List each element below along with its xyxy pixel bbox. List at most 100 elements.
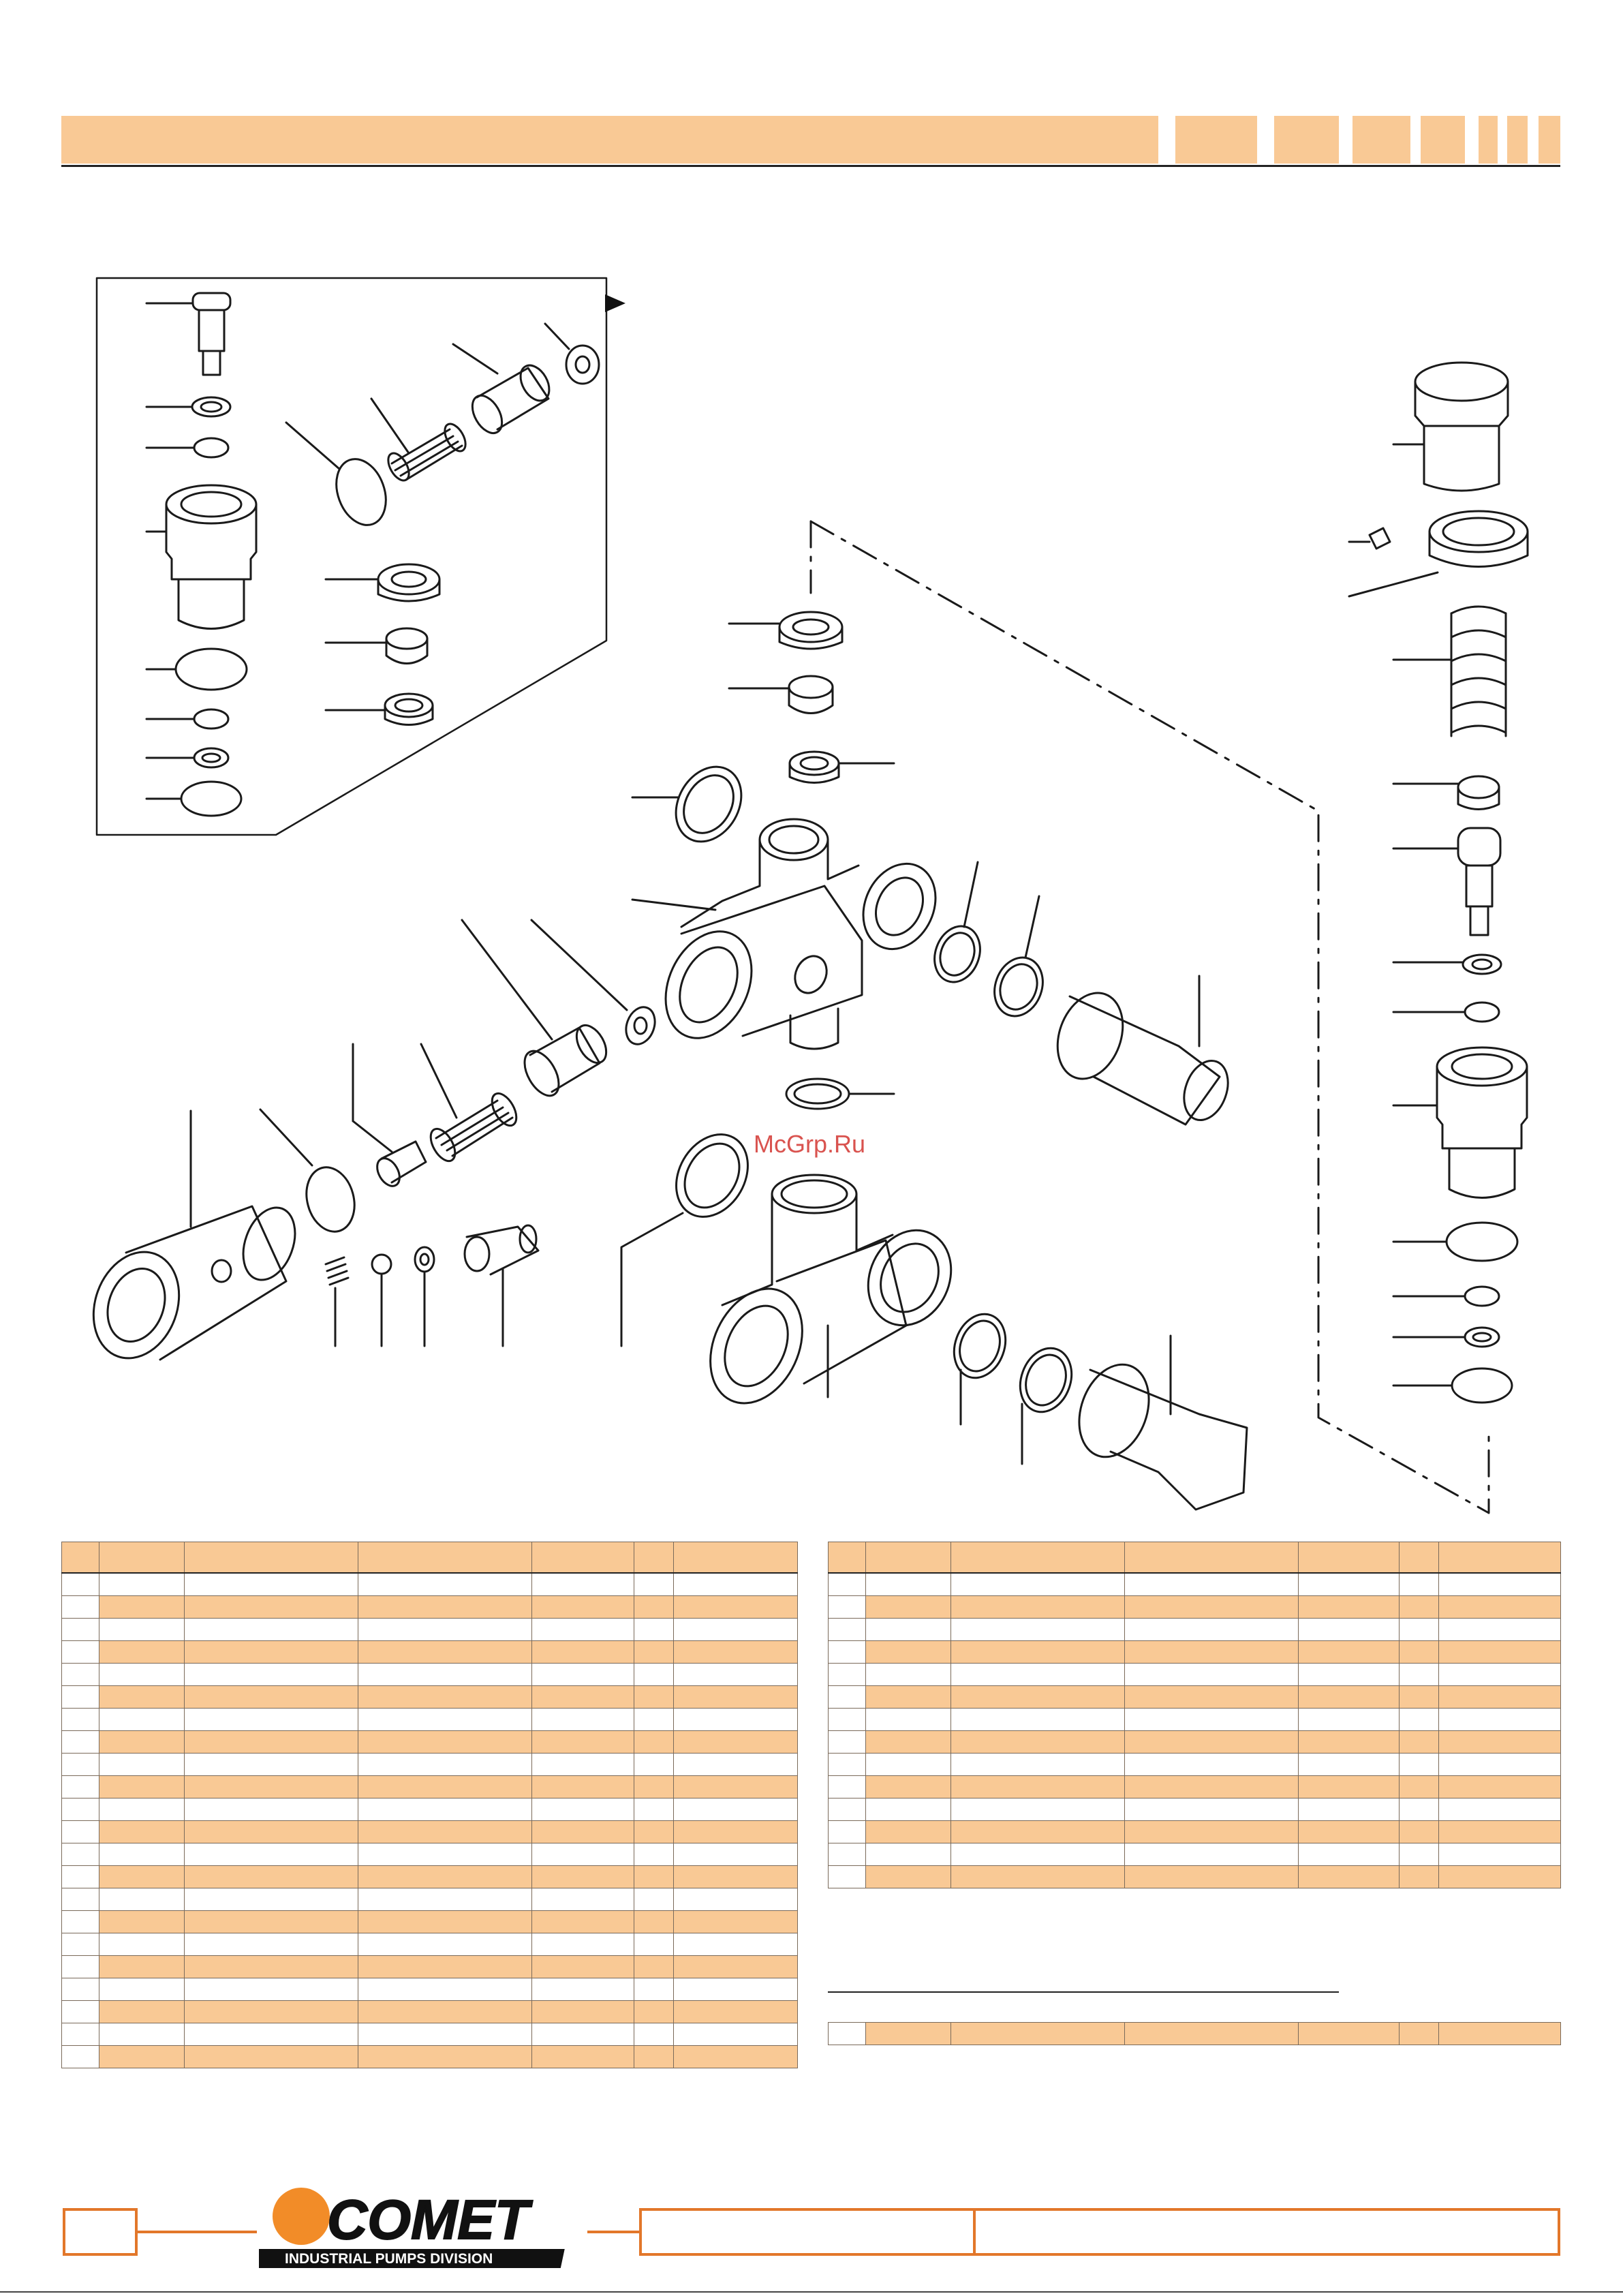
table-cell (61, 1640, 99, 1664)
table-cell (950, 1798, 1125, 1821)
table-row (61, 2000, 798, 2023)
table-row (61, 1708, 798, 1731)
table-cell (1298, 1663, 1400, 1686)
washer-side-1 (530, 919, 656, 1045)
table-cell (865, 1865, 951, 1888)
table-cell (99, 2023, 185, 2046)
table-cell (673, 1595, 798, 1619)
table-cell (358, 1663, 532, 1686)
hex-plug (1078, 1334, 1248, 1511)
table-cell (184, 2023, 358, 2046)
main-valve-body (631, 818, 937, 1050)
table-cell (99, 1843, 185, 1866)
footer-line (138, 2231, 257, 2233)
table-row (61, 1933, 798, 1956)
valve-cap-top (728, 675, 834, 714)
table-cell (1399, 1820, 1439, 1843)
table-cell (865, 1730, 951, 1754)
parts-table-left (61, 1542, 798, 2068)
table-cell (634, 1685, 674, 1709)
table-cell (673, 1640, 798, 1664)
table-cell (1124, 1708, 1299, 1731)
table-cell (1399, 1865, 1439, 1888)
table-cell (673, 1798, 798, 1821)
table-cell (531, 1663, 634, 1686)
table-cell (358, 1820, 532, 1843)
small-washer (414, 1246, 435, 1347)
table-cell (184, 1955, 358, 1978)
table-cell (61, 1685, 99, 1709)
table-cell (1438, 1753, 1561, 1776)
exploded-parts-diagram (92, 277, 1529, 1514)
small-spring (324, 1256, 350, 1347)
table-cell (865, 1640, 951, 1664)
right-washer-2 (1392, 1326, 1500, 1348)
table-cell (184, 2000, 358, 2023)
table-cell (673, 1708, 798, 1731)
table-cell (184, 1663, 358, 1686)
table-cell (1438, 1595, 1561, 1619)
table-cell (531, 2045, 634, 2068)
table-cell (99, 2000, 185, 2023)
table-row (828, 1663, 1561, 1686)
table-cell (61, 2023, 99, 2046)
table-row (61, 1775, 798, 1798)
table-cell (673, 1753, 798, 1776)
right-small-screw (1348, 527, 1391, 550)
table-cell (61, 1798, 99, 1821)
table-cell (1438, 1663, 1561, 1686)
inset-valve-body (145, 484, 258, 630)
table-row (61, 1595, 798, 1619)
table-cell (1298, 2022, 1400, 2045)
inset-o-ring-large (285, 421, 387, 526)
table-cell (673, 1843, 798, 1866)
table-row (828, 1640, 1561, 1664)
table-cell (61, 1978, 99, 2001)
table-cell (865, 1618, 951, 1641)
table-cell (634, 1865, 674, 1888)
assembly-dash-line (809, 520, 1490, 1514)
table-cell (531, 1933, 634, 1956)
table-cell (634, 1595, 674, 1619)
table-cell (673, 1955, 798, 1978)
table-cell (1124, 1843, 1299, 1866)
inset-o-ring-1 (145, 437, 230, 459)
table-row (61, 1910, 798, 1933)
nozzle-fitting (463, 1224, 540, 1347)
table-cell (1399, 1572, 1439, 1596)
table-cell (865, 1775, 951, 1798)
table-cell (865, 1753, 951, 1776)
table-cell (1438, 1820, 1561, 1843)
arrow-marker-icon (605, 294, 625, 312)
table-cell (634, 1708, 674, 1731)
table-cell (1298, 1572, 1400, 1596)
column-header (828, 1542, 866, 1574)
table-cell (61, 1663, 99, 1686)
table-cell (61, 1572, 99, 1596)
comet-logo: COMET INDUSTRIAL PUMPS DIVISION (259, 2188, 565, 2268)
gasket-lower-right-1 (953, 1313, 1007, 1426)
table-cell (1298, 1865, 1400, 1888)
page-number-box (63, 2208, 138, 2256)
table-cell (1399, 1595, 1439, 1619)
table-cell (61, 1888, 99, 1911)
column-header (1438, 1542, 1561, 1574)
table-row (828, 1572, 1561, 1596)
inset-valve-cap (324, 627, 429, 664)
table-cell (61, 1955, 99, 1978)
table-cell (531, 1753, 634, 1776)
table-row (61, 1843, 798, 1866)
table-cell (828, 1775, 866, 1798)
logo-brand: COMET (327, 2189, 533, 2251)
header-tab (1175, 116, 1257, 164)
logo-band (259, 2249, 565, 2268)
inset-valve-stem (145, 292, 232, 376)
table-cell (531, 1775, 634, 1798)
right-valve-body (1392, 1046, 1528, 1199)
table-row (828, 1595, 1561, 1619)
table-cell (531, 1730, 634, 1754)
table-cell (61, 1753, 99, 1776)
table-cell (1399, 1753, 1439, 1776)
table-cell (1298, 1595, 1400, 1619)
table-cell (99, 1798, 185, 1821)
